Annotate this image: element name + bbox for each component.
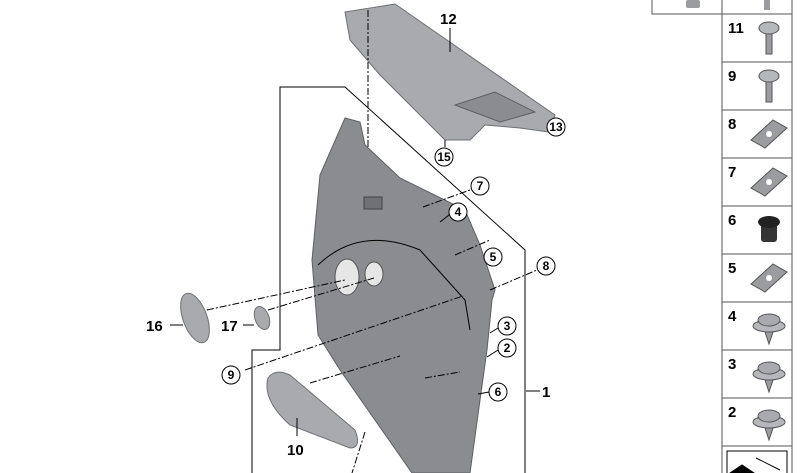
part-number: 2 <box>728 404 736 421</box>
callout-8: 8 <box>536 256 556 276</box>
dash-line <box>244 295 464 371</box>
dash-line <box>309 355 401 384</box>
clip-icon <box>750 263 788 293</box>
door-panel <box>311 117 496 473</box>
callout-5: 5 <box>483 247 503 267</box>
callout-1: 1 <box>542 384 550 401</box>
svg-text:8: 8 <box>543 259 550 273</box>
dash-line <box>267 277 375 311</box>
parts-cell: 4 <box>721 301 793 351</box>
parts-cell: 6 <box>721 205 793 255</box>
screw-icon <box>758 69 780 103</box>
svg-text:6: 6 <box>495 385 502 399</box>
svg-text:9: 9 <box>228 368 235 382</box>
part-number: 5 <box>728 260 736 277</box>
parts-cell: 8 <box>721 109 793 159</box>
callout-3: 3 <box>489 316 517 336</box>
panel-recess <box>363 196 383 210</box>
callout-4: 4 <box>439 202 468 223</box>
callout-15: 15 <box>434 140 454 167</box>
parts-cell: 9 <box>721 61 793 111</box>
part-17-cap <box>253 305 271 331</box>
part-number: 6 <box>728 212 736 229</box>
parts-cell: 2 <box>721 397 793 447</box>
svg-text:7: 7 <box>477 179 484 193</box>
parts-cell-top <box>721 0 793 15</box>
part-number: 4 <box>728 308 737 325</box>
push-rivet-icon <box>752 409 786 442</box>
part-icon <box>686 0 700 8</box>
assembly-bracket <box>251 86 526 473</box>
svg-text:4: 4 <box>455 205 462 219</box>
screw-icon <box>764 0 770 10</box>
callout-7: 7 <box>470 176 490 196</box>
dash-line <box>351 431 366 473</box>
callout-16: 16 <box>146 318 163 335</box>
panel-hole <box>364 261 384 287</box>
dash-line <box>422 189 471 208</box>
parts-cell: 5 <box>721 253 793 303</box>
callout-17: 17 <box>221 318 238 335</box>
panel-hole <box>334 258 360 296</box>
part-number: 8 <box>728 116 736 133</box>
callout-12: 12 <box>440 11 457 28</box>
svg-text:5: 5 <box>490 250 497 264</box>
push-rivet-icon <box>752 361 786 394</box>
callout-2: 2 <box>486 338 517 358</box>
screw-icon <box>758 21 780 55</box>
push-rivet-icon <box>752 313 786 346</box>
part-16-speaker-cover <box>180 292 210 344</box>
clip-nut-icon <box>750 119 788 149</box>
dash-line <box>454 239 491 256</box>
svg-text:3: 3 <box>504 319 511 333</box>
callout-9: 9 <box>221 365 241 385</box>
part-number: 11 <box>728 20 744 37</box>
dash-line <box>206 279 346 311</box>
svg-text:13: 13 <box>549 120 563 134</box>
part-number: 7 <box>728 164 736 181</box>
parts-cell: 3 <box>721 349 793 399</box>
parts-cell: 7 <box>721 157 793 207</box>
svg-text:2: 2 <box>504 341 511 355</box>
part-number: 9 <box>728 68 736 85</box>
svg-text:15: 15 <box>437 150 451 164</box>
part-number: 3 <box>728 356 736 373</box>
part-12-cover <box>453 91 537 123</box>
part-10-armrest <box>266 371 359 449</box>
grommet-icon <box>758 216 780 242</box>
clip-icon <box>750 167 788 197</box>
dash-line <box>489 269 538 291</box>
dash-line <box>424 371 461 379</box>
callout-13: 13 <box>546 117 566 137</box>
callout-6: 6 <box>477 382 508 402</box>
panel-contour <box>317 239 471 331</box>
parts-cell: 11 <box>721 13 793 63</box>
arrow-icon <box>729 457 781 473</box>
callout-10: 10 <box>287 442 304 459</box>
